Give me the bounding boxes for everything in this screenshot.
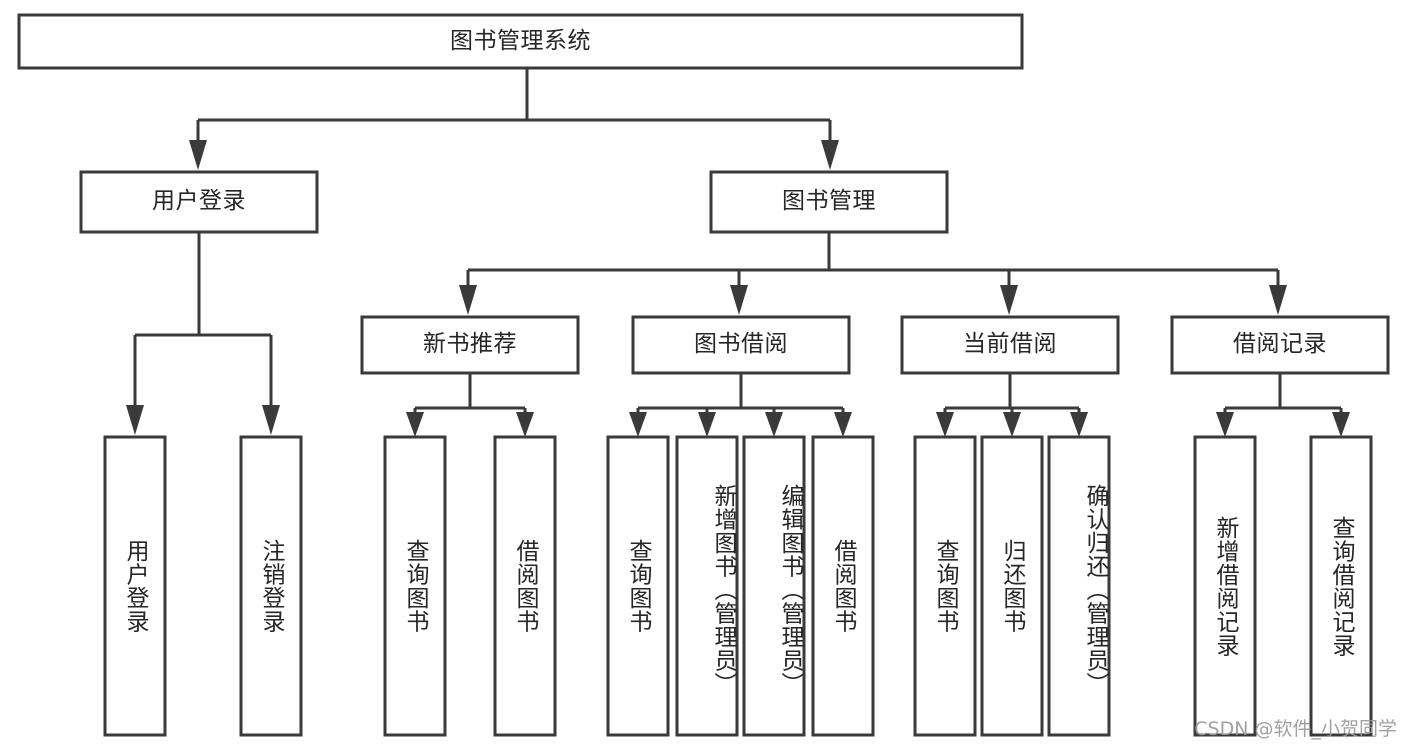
arrow-br-leaf-2 <box>1332 412 1350 437</box>
connector-current-borrow-bus <box>943 373 1081 415</box>
leaf-user-login[interactable] <box>103 435 167 737</box>
arrow-to-book-borrow <box>730 285 748 315</box>
arrow-nbr-leaf-1 <box>406 412 424 437</box>
leaf-nbr-query-book[interactable] <box>383 435 447 737</box>
leaf-cb-query-book[interactable] <box>913 435 977 737</box>
node-borrow-record[interactable] <box>1170 315 1390 375</box>
leaf-bb-add-book[interactable] <box>675 435 739 737</box>
arrow-nbr-leaf-2 <box>516 412 534 437</box>
connector-book-mgmt-bus <box>466 232 1280 285</box>
connector-user-login-bus <box>133 232 273 405</box>
arrow-cb-leaf-1 <box>936 412 954 437</box>
connector-root-bus <box>196 68 832 140</box>
arrow-bb-leaf-2 <box>698 412 716 437</box>
connector-book-borrow-bus <box>636 373 845 415</box>
arrow-cb-leaf-2 <box>1003 412 1021 437</box>
arrow-to-leaf-user-login <box>126 405 144 435</box>
leaf-bb-borrow-book[interactable] <box>811 435 875 737</box>
node-book-management[interactable] <box>709 170 949 234</box>
node-root[interactable] <box>17 13 1024 70</box>
node-new-book-recommend[interactable] <box>360 315 580 375</box>
arrow-to-new-book-recommend <box>459 285 477 315</box>
node-user-login[interactable] <box>79 170 319 234</box>
leaf-br-add-record[interactable] <box>1193 435 1257 737</box>
arrow-bb-leaf-3 <box>765 412 783 437</box>
arrow-br-leaf-1 <box>1216 412 1234 437</box>
arrow-bb-leaf-1 <box>629 412 647 437</box>
node-current-borrow[interactable] <box>900 315 1120 375</box>
arrow-bb-leaf-4 <box>834 412 852 437</box>
arrow-cb-leaf-3 <box>1070 412 1088 437</box>
arrow-to-borrow-record <box>1269 285 1287 315</box>
connector-new-book-recommend-bus <box>413 373 527 415</box>
arrow-to-book-mgmt <box>821 140 839 170</box>
connector-borrow-record-bus <box>1223 373 1343 415</box>
leaf-bb-edit-book[interactable] <box>742 435 806 737</box>
arrow-to-current-borrow <box>1000 285 1018 315</box>
arrow-to-user-login <box>189 140 207 170</box>
leaf-logout[interactable] <box>239 435 303 737</box>
node-book-borrow[interactable] <box>631 315 851 375</box>
leaf-bb-query-book[interactable] <box>606 435 670 737</box>
leaf-br-query-record[interactable] <box>1309 435 1373 737</box>
arrow-to-leaf-logout <box>262 405 280 435</box>
watermark-text: CSDN @软件_小贺同学 <box>1194 718 1397 740</box>
leaf-nbr-borrow-book[interactable] <box>493 435 557 737</box>
leaf-cb-confirm-return[interactable] <box>1047 435 1111 737</box>
leaf-cb-return-book[interactable] <box>980 435 1044 737</box>
